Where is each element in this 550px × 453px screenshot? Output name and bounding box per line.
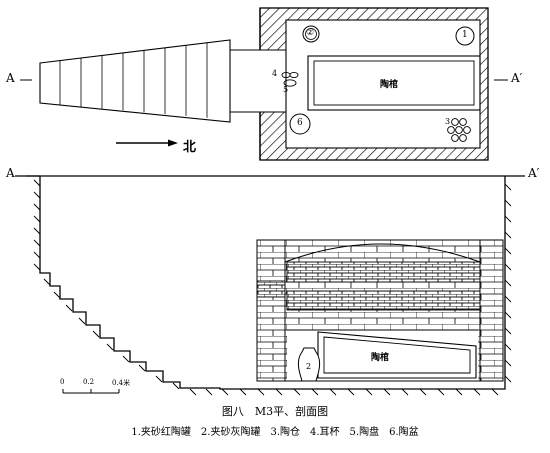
section-view-label-a: A	[6, 166, 15, 180]
section-label-a-prime: A′	[511, 71, 523, 85]
chamber-wall-hatch	[260, 8, 488, 160]
entry-ramp	[39, 39, 231, 123]
chamber-inner	[285, 19, 481, 149]
item-label-4: 4	[272, 69, 278, 78]
figure-title: 图八 M3平、剖面图	[221, 405, 329, 418]
item-label-6: 6	[297, 118, 303, 128]
scale-tick-2: 0.4米	[112, 379, 131, 387]
section-label-a: A	[6, 71, 15, 85]
item-label-2: ②	[306, 28, 315, 38]
north-label: 北	[183, 140, 197, 155]
dense-brick-band-3	[256, 280, 286, 298]
ramp-steps	[59, 42, 208, 118]
scale-tick-0: 0	[60, 378, 65, 386]
object-3-granaries	[447, 118, 471, 142]
north-arrow-icon	[116, 139, 178, 147]
scale-bar	[62, 389, 120, 394]
ramp-profile-hatch	[33, 179, 512, 396]
plan-view	[20, 7, 508, 161]
object-1-jar	[455, 26, 475, 46]
item-label-3: 3	[445, 117, 451, 126]
object-2-jar	[302, 25, 320, 43]
pot-section-label: 2	[306, 362, 312, 371]
object-5-plate	[283, 79, 297, 87]
section-view	[15, 175, 525, 396]
dense-brick-band-1	[286, 261, 481, 283]
vault-arch	[284, 243, 481, 263]
coffin-plan-label: 陶棺	[380, 80, 399, 90]
dense-brick-band-2	[286, 290, 481, 311]
scale-tick-1: 0.2	[83, 378, 95, 386]
coffin-plan-inner	[313, 60, 475, 106]
item-label-1: 1	[462, 30, 468, 40]
coffin-plan-outer	[307, 55, 481, 111]
item-label-5: 5	[283, 85, 289, 94]
object-4-cup	[281, 71, 299, 79]
object-6-basin	[289, 113, 311, 135]
coffin-section-inner	[323, 336, 471, 374]
ramp-profile	[39, 176, 506, 390]
figure-legend: 1.夹砂红陶罐 2.夹砂灰陶罐 3.陶仓 4.耳杯 5.陶盘 6.陶盆	[131, 427, 419, 438]
section-view-label-a-prime: A′	[528, 166, 540, 180]
coffin-section-label: 陶棺	[371, 353, 390, 363]
